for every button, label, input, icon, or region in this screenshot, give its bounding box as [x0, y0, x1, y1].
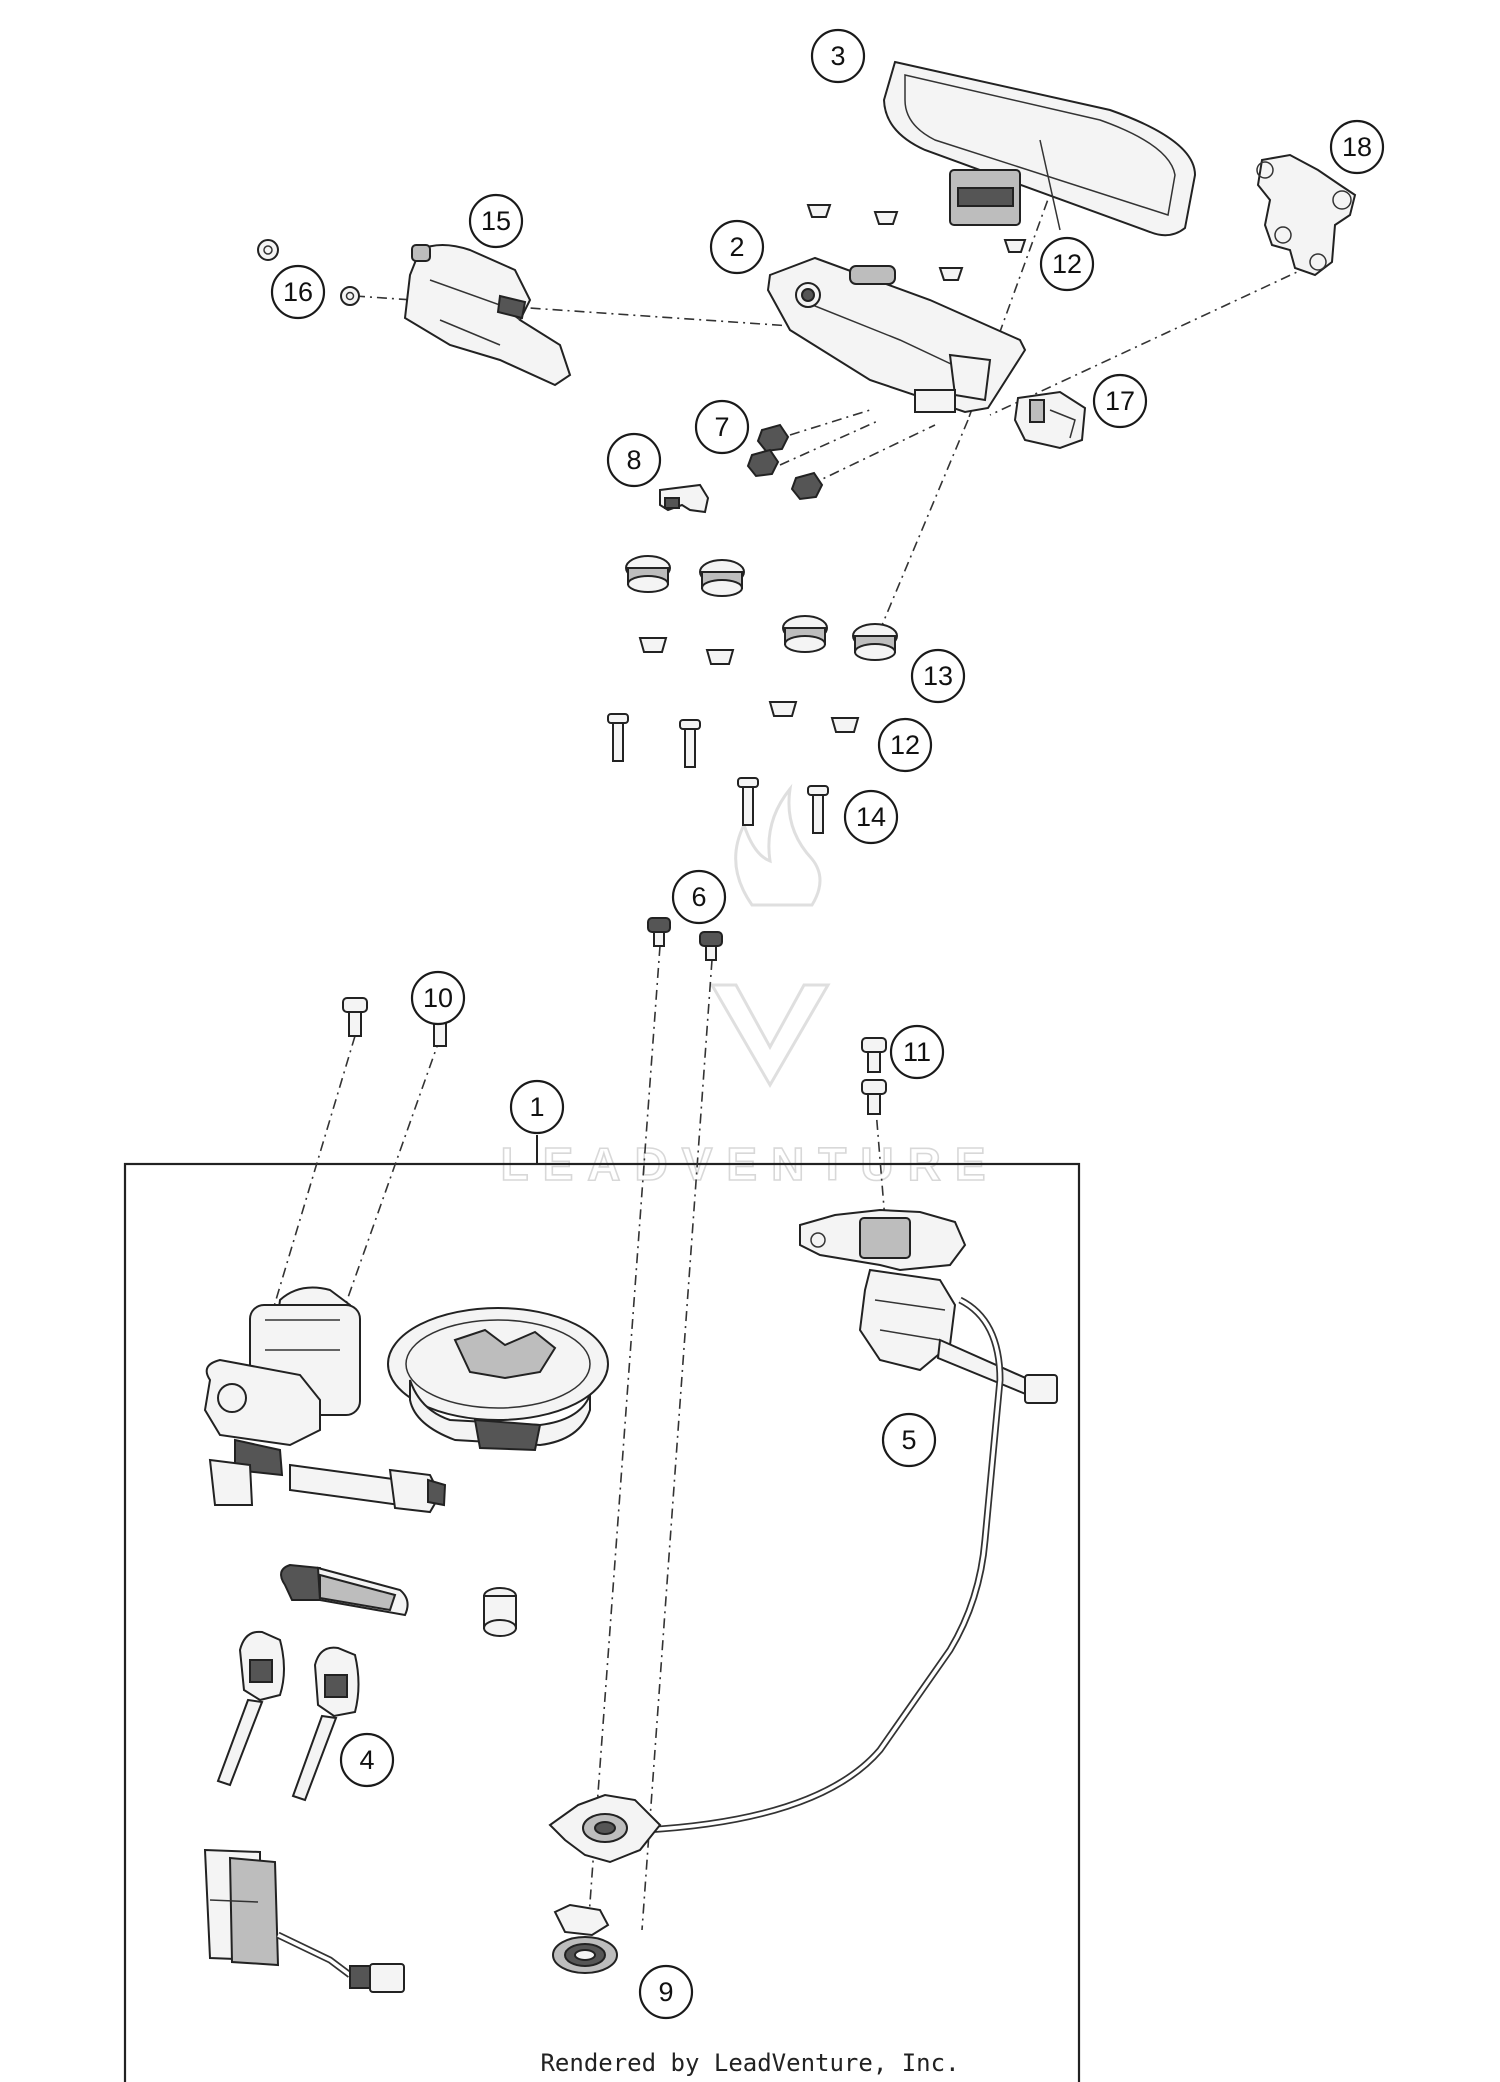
credit-line: Rendered by LeadVenture, Inc.: [540, 2049, 960, 2077]
callout-2-label: 2: [729, 232, 744, 262]
callout-16-label: 16: [283, 277, 313, 307]
callout-17-label: 17: [1105, 386, 1135, 416]
mount-bracket-18: [1256, 153, 1357, 277]
callout-9[interactable]: 9: [638, 1964, 694, 2020]
screws-11: [861, 1037, 887, 1115]
callout-10-label: 10: [423, 983, 453, 1013]
callout-13-label: 13: [923, 661, 953, 691]
callout-5[interactable]: 5: [881, 1412, 937, 1468]
grommets-top: [806, 204, 1027, 281]
callout-10[interactable]: 10: [410, 970, 466, 1026]
callout-2[interactable]: 2: [709, 219, 765, 275]
rubber-grommets-13: [625, 555, 898, 661]
callout-11[interactable]: 11: [889, 1024, 945, 1080]
callout-18-label: 18: [1342, 132, 1372, 162]
callout-8-label: 8: [626, 445, 641, 475]
kit-frame: [123, 1162, 1081, 2082]
cable-lock-housing: [548, 1793, 662, 1864]
callout-9-label: 9: [658, 1977, 673, 2007]
callout-5-label: 5: [901, 1425, 916, 1455]
callout-14[interactable]: 14: [843, 789, 899, 845]
watermark-v-logo-icon: [709, 983, 831, 1088]
callout-16[interactable]: 16: [270, 264, 326, 320]
seat-lock-5: [644, 1208, 1058, 1834]
screws-7: [746, 423, 824, 501]
callout-8[interactable]: 8: [606, 432, 662, 488]
screws-6: [647, 917, 723, 961]
callout-12-bottom[interactable]: 12: [877, 717, 933, 773]
fuel-cap: [387, 1307, 609, 1452]
callout-1-label: 1: [529, 1092, 544, 1122]
callout-11-label: 11: [903, 1037, 931, 1067]
bracket: [766, 256, 1027, 414]
side-cover: [403, 244, 572, 387]
lock-9: [552, 1903, 618, 1974]
clip-8: [659, 483, 710, 514]
callout-13[interactable]: 13: [910, 648, 966, 704]
callout-12-bottom-label: 12: [890, 730, 920, 760]
connector-17: [1013, 390, 1087, 450]
watermark: LEADVENTURE: [500, 783, 986, 1191]
callout-12-top-label: 12: [1052, 249, 1082, 279]
callout-18[interactable]: 18: [1329, 119, 1385, 175]
callout-6[interactable]: 6: [671, 869, 727, 925]
callout-15[interactable]: 15: [468, 193, 524, 249]
callout-7[interactable]: 7: [694, 399, 750, 455]
callout-6-label: 6: [691, 882, 706, 912]
callout-14-label: 14: [856, 802, 886, 832]
keys-4: [216, 1630, 360, 1802]
callout-4[interactable]: 4: [339, 1732, 395, 1788]
watermark-flame-icon: [734, 783, 822, 907]
callout-15-label: 15: [481, 206, 511, 236]
bushings-12: [638, 637, 860, 733]
callout-7-label: 7: [714, 412, 729, 442]
callout-12-top[interactable]: 12: [1039, 236, 1095, 292]
callout-1[interactable]: 1: [509, 1079, 565, 1135]
callout-4-label: 4: [359, 1745, 374, 1775]
control-unit: [203, 1848, 405, 1993]
callout-17[interactable]: 17: [1092, 373, 1148, 429]
leader-lines: [239, 179, 1311, 1931]
dashboard-display: [882, 60, 1197, 237]
callout-3[interactable]: 3: [810, 28, 866, 84]
ignition-lock: [203, 1286, 447, 1514]
callout-3-label: 3: [830, 41, 845, 71]
nut-16: [257, 239, 360, 306]
key-blank: [280, 1563, 409, 1617]
lock-cylinder: [483, 1587, 517, 1637]
bolts-14: [607, 713, 829, 834]
